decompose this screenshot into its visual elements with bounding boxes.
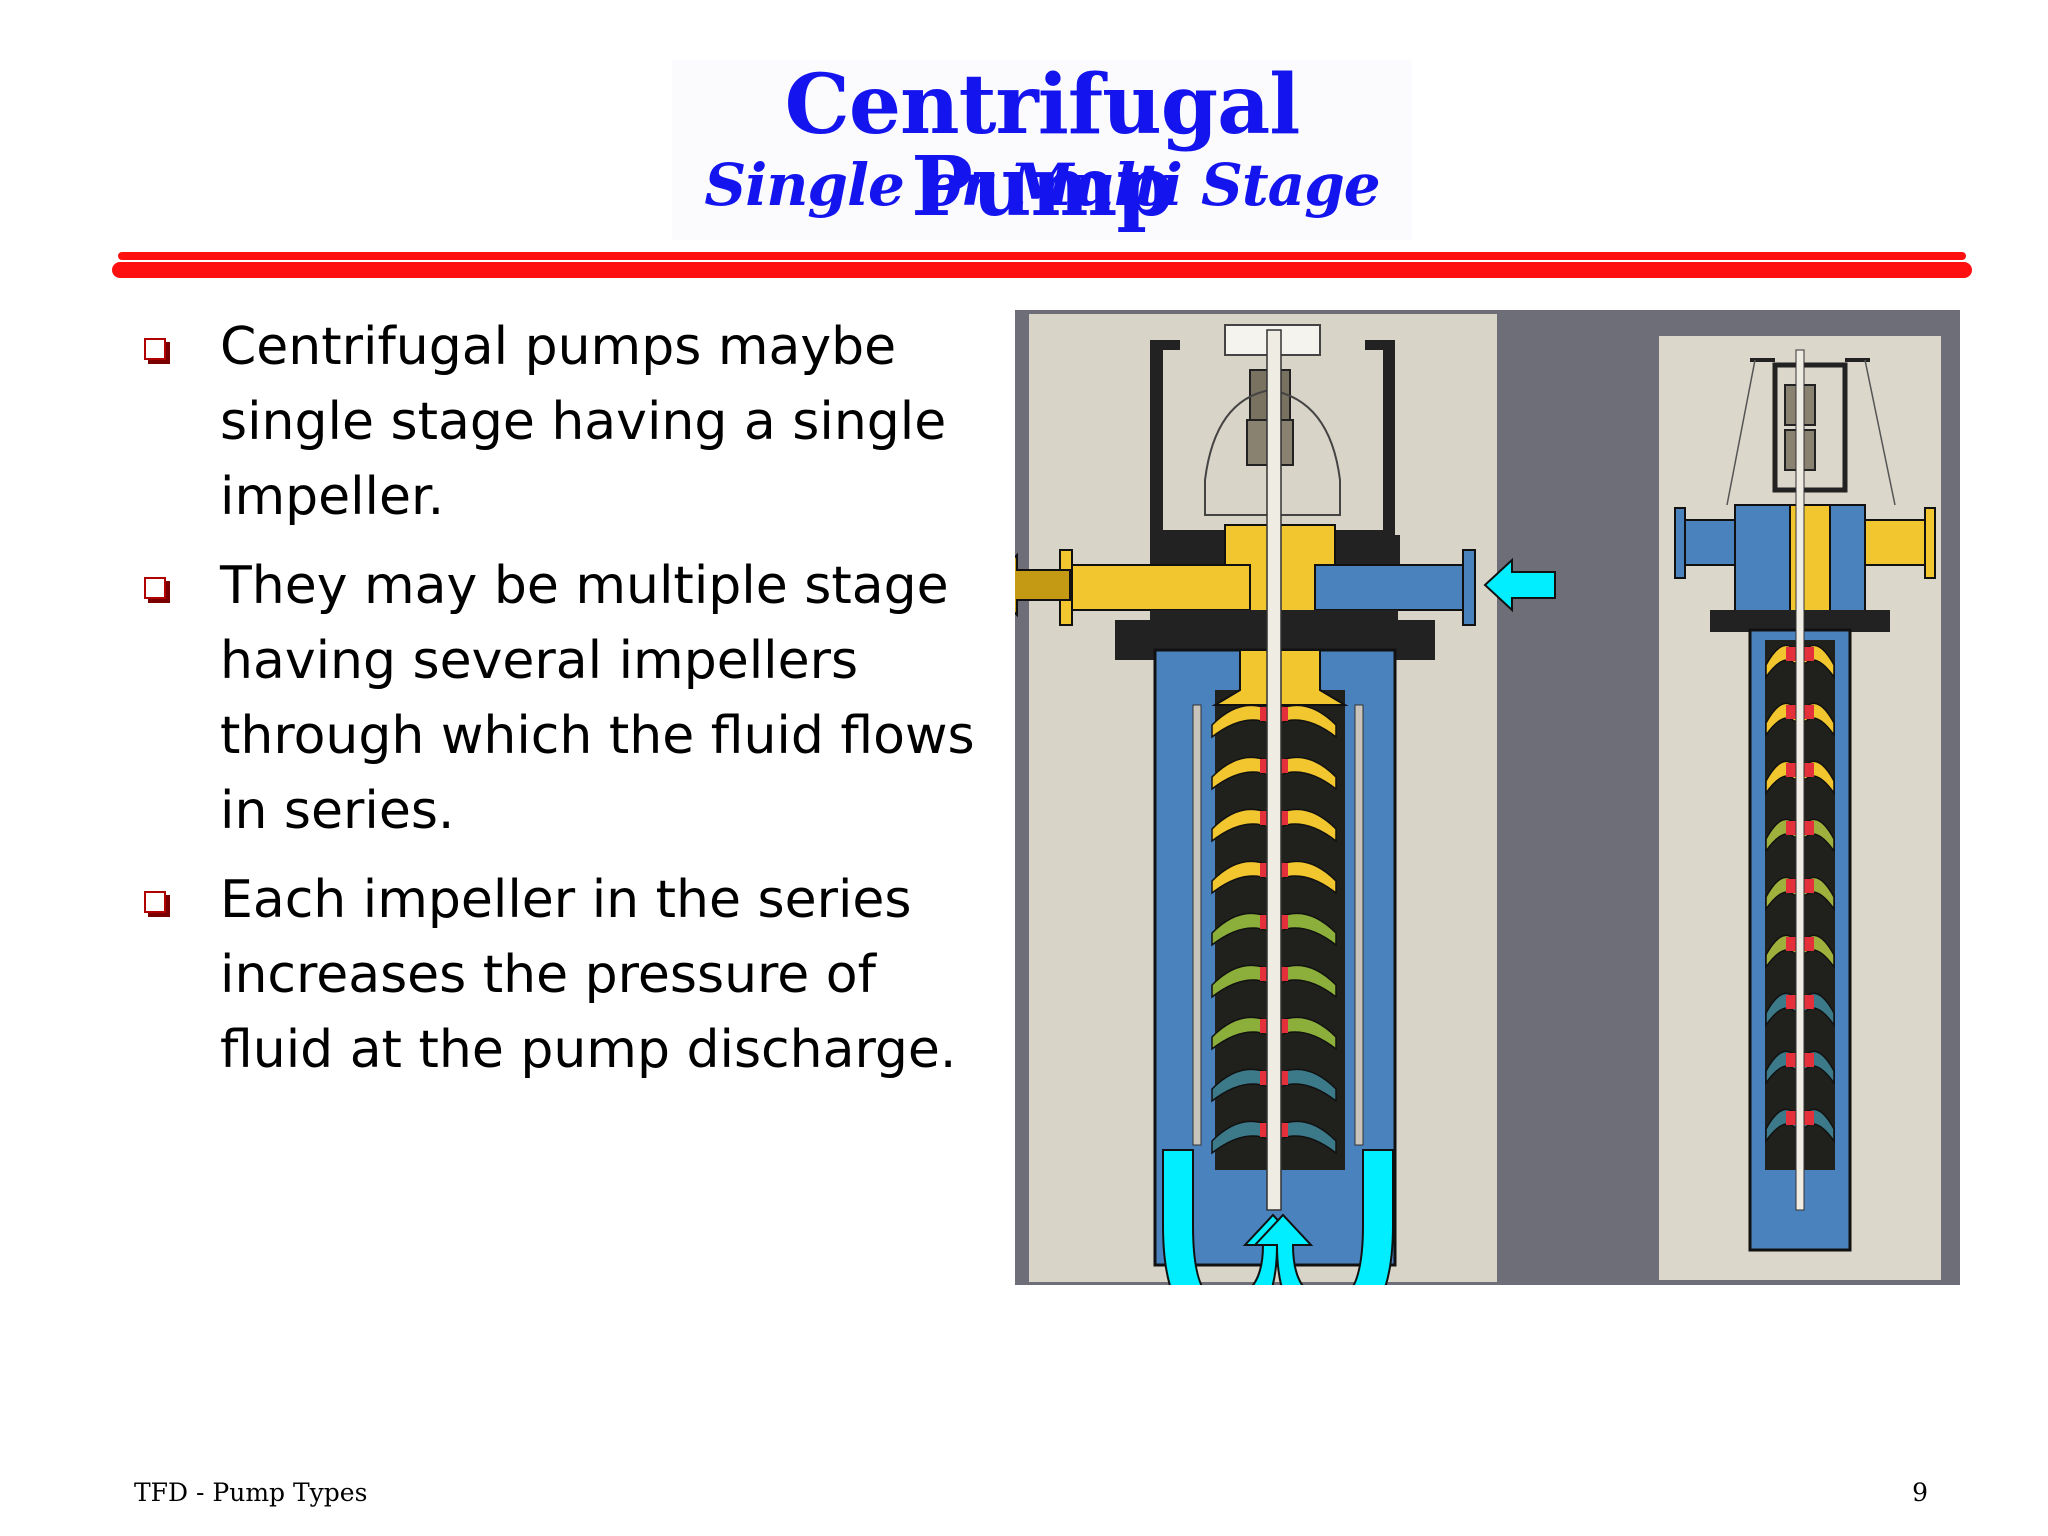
bullet-item: Centrifugal pumps maybe single stage hav…: [140, 310, 1000, 535]
slide-title: Centrifugal Pump: [784, 57, 1301, 235]
multistage-pump-cutaway-icon: [1015, 310, 1960, 1285]
checkbox-bullet-icon: [144, 891, 166, 913]
bullet-item: They may be multiple stage having severa…: [140, 549, 1000, 849]
discharge-arrow-icon: [1015, 552, 1071, 618]
title-divider-thin: [118, 252, 1966, 260]
bullet-text: Each impeller in the series increases th…: [220, 870, 957, 1080]
bullet-text: They may be multiple stage having severa…: [220, 556, 975, 841]
title-block: Centrifugal Pump Single or Multi Stage: [672, 60, 1412, 240]
bullet-text: Centrifugal pumps maybe single stage hav…: [220, 317, 947, 527]
flow-return-arrows-icon: [1162, 1149, 1394, 1285]
checkbox-bullet-icon: [144, 577, 166, 599]
checkbox-bullet-icon: [144, 338, 166, 360]
suction-arrow-icon: [1483, 557, 1556, 613]
footer-course-title: TFD - Pump Types: [134, 1478, 368, 1507]
left-shaft: [1266, 329, 1282, 1211]
slide-subtitle: Single or Multi Stage: [704, 151, 1380, 219]
bullet-list: Centrifugal pumps maybe single stage hav…: [140, 310, 1000, 1102]
page-number: 9: [1912, 1478, 1928, 1507]
bullet-item: Each impeller in the series increases th…: [140, 863, 1000, 1088]
pump-cutaway-figure: [1015, 310, 1960, 1285]
right-shaft: [1795, 349, 1805, 1211]
title-divider-thick: [112, 262, 1972, 278]
